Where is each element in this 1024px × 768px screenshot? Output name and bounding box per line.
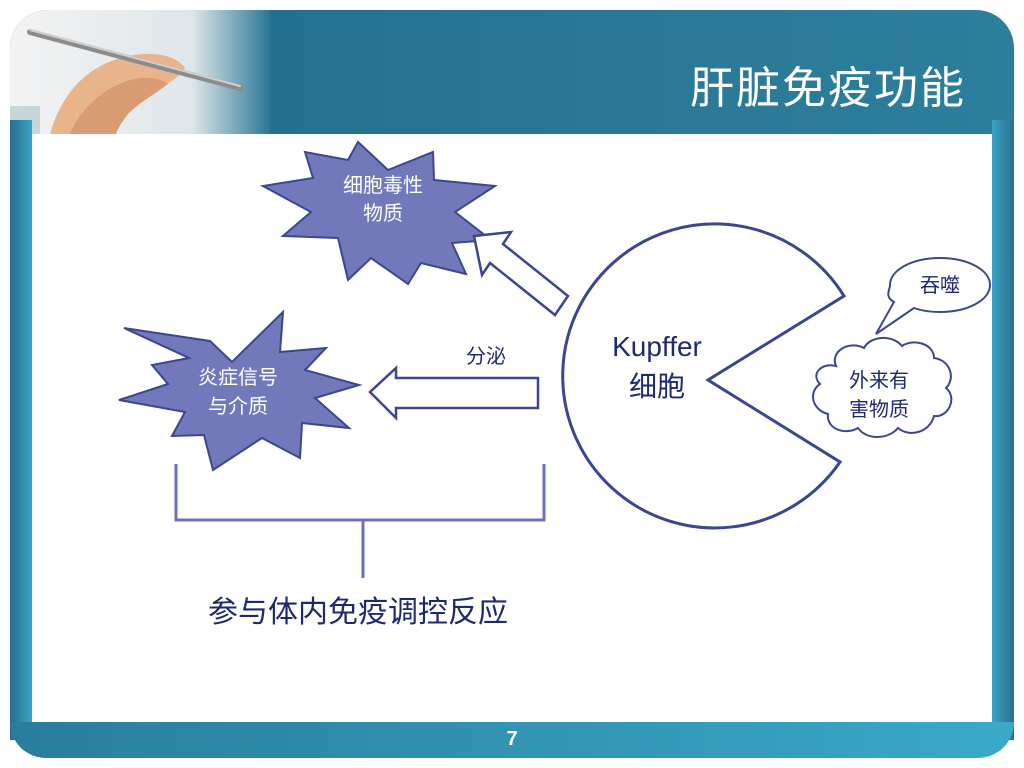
footer-bar: 7 xyxy=(10,722,1014,758)
secrete-label: 分泌 xyxy=(466,344,506,368)
cytotoxic-label-line2: 物质 xyxy=(363,201,403,225)
phagocytose-bubble: 吞噬 xyxy=(875,256,992,335)
page-number: 7 xyxy=(506,728,518,750)
secretion-arrow xyxy=(368,365,540,422)
inflammatory-label-line1: 炎症信号 xyxy=(198,365,278,389)
cytotoxic-starburst: 细胞毒性 物质 xyxy=(259,140,498,286)
cytotoxic-arrow xyxy=(472,230,570,317)
header-bar: 肝脏免疫功能 xyxy=(10,10,1014,134)
phagocytose-label: 吞噬 xyxy=(920,273,960,297)
hand-pen-photo xyxy=(10,10,270,134)
kupffer-label-line1: Kupffer xyxy=(612,331,702,362)
kupffer-label-line2: 细胞 xyxy=(629,370,685,403)
cytotoxic-label-line1: 细胞毒性 xyxy=(343,173,423,197)
left-frame xyxy=(10,120,32,740)
inflammatory-label-line2: 与介质 xyxy=(208,394,268,418)
foreign-label-line1: 外来有 xyxy=(849,368,909,392)
foreign-label-line2: 害物质 xyxy=(849,397,909,421)
immune-response-label: 参与体内免疫调控反应 xyxy=(208,595,508,630)
immune-bracket xyxy=(174,464,546,578)
inflammatory-starburst: 炎症信号 与介质 xyxy=(118,309,363,472)
foreign-substance-cloud: 外来有 害物质 xyxy=(812,337,953,438)
right-frame xyxy=(992,120,1014,740)
kupffer-cell: Kupffer 细胞 xyxy=(561,222,847,530)
slide-title: 肝脏免疫功能 xyxy=(690,63,966,114)
